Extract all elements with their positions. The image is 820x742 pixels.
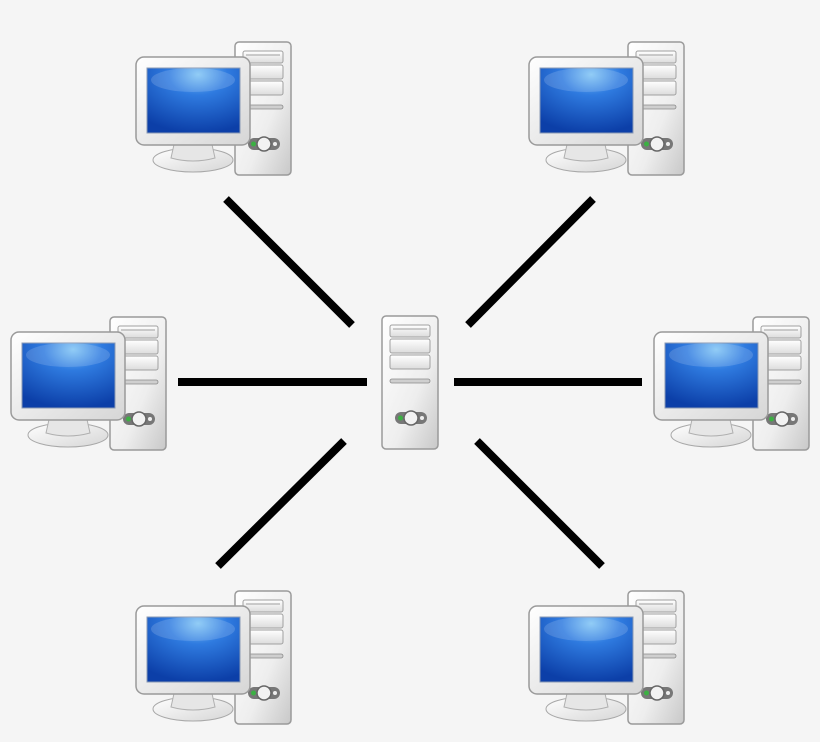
workstation-icon: [529, 42, 684, 175]
network-links: [178, 196, 642, 569]
server-tower-icon: [382, 316, 438, 449]
network-nodes: [11, 42, 809, 724]
link-pc-top-left: [223, 196, 355, 328]
link-pc-bottom-right: [474, 438, 605, 569]
workstation-icon: [136, 42, 291, 175]
link-pc-top-right: [465, 196, 596, 328]
workstation-icon: [11, 317, 166, 450]
workstation-icon: [529, 591, 684, 724]
workstation-icon: [136, 591, 291, 724]
workstation-icon: [654, 317, 809, 450]
link-pc-bottom-left: [215, 438, 347, 569]
